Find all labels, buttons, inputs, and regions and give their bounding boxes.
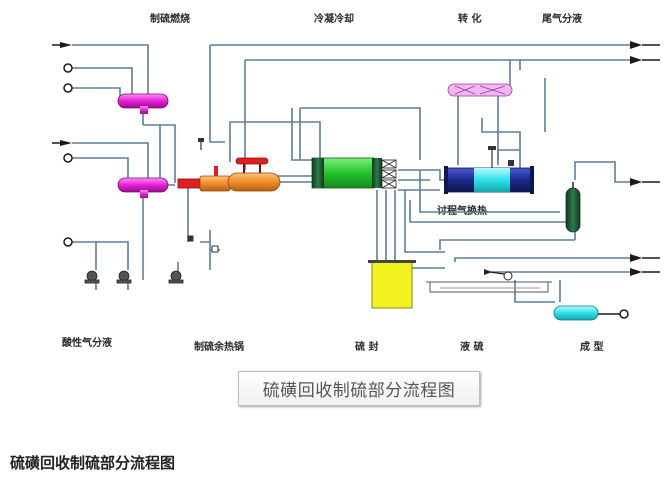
feed-instrument	[187, 235, 219, 253]
label-forming: 成 型	[580, 340, 603, 353]
diagram-title-box: 硫磺回收制硫部分流程图	[238, 371, 480, 406]
label-acid-gas: 酸性气分液	[62, 336, 112, 349]
liquid-sulfur-pump	[484, 269, 513, 281]
waste-heat-boiler	[227, 157, 281, 192]
inlet-nozzles	[63, 63, 629, 319]
acid-gas-mixer-lower	[117, 177, 169, 198]
process-flow-diagram: 制硫燃烧 冷凝冷却 转 化 尾气分液 酸性气分液 制硫余热锅 硫 封 液 硫 成…	[52, 12, 660, 353]
acid-gas-mixer-upper	[117, 93, 169, 114]
inlet-nozzle-lines	[52, 44, 660, 315]
catalytic-converter	[444, 146, 534, 194]
label-conversion: 转 化	[458, 12, 481, 25]
label-combustion: 制硫燃烧	[150, 12, 190, 25]
sulfur-seal-tank	[368, 260, 416, 309]
converter-heater	[447, 83, 513, 97]
diagram-title-text: 硫磺回收制硫部分流程图	[262, 381, 456, 401]
label-tail-gas: 尾气分液	[542, 12, 582, 25]
label-condenser: 冷凝冷却	[314, 12, 354, 25]
page-caption: 硫磺回收制硫部分流程图	[10, 454, 176, 472]
sulfur-condenser	[311, 157, 397, 189]
label-sulfur-seal: 硫 封	[355, 340, 378, 353]
inlet-arrows	[60, 41, 642, 276]
acid-gas-pumps	[84, 270, 184, 284]
label-process-gas-exchange: 讨程气换热	[437, 204, 487, 217]
tail-gas-separator	[565, 182, 581, 233]
reaction-furnace	[177, 166, 231, 192]
liquid-sulfur-pit	[426, 281, 552, 293]
forming-drum	[553, 305, 599, 321]
steam-valve	[198, 138, 204, 150]
label-liquid-sulfur: 液 硫	[460, 340, 483, 353]
label-waste-heat: 制硫余热锅	[194, 340, 244, 353]
